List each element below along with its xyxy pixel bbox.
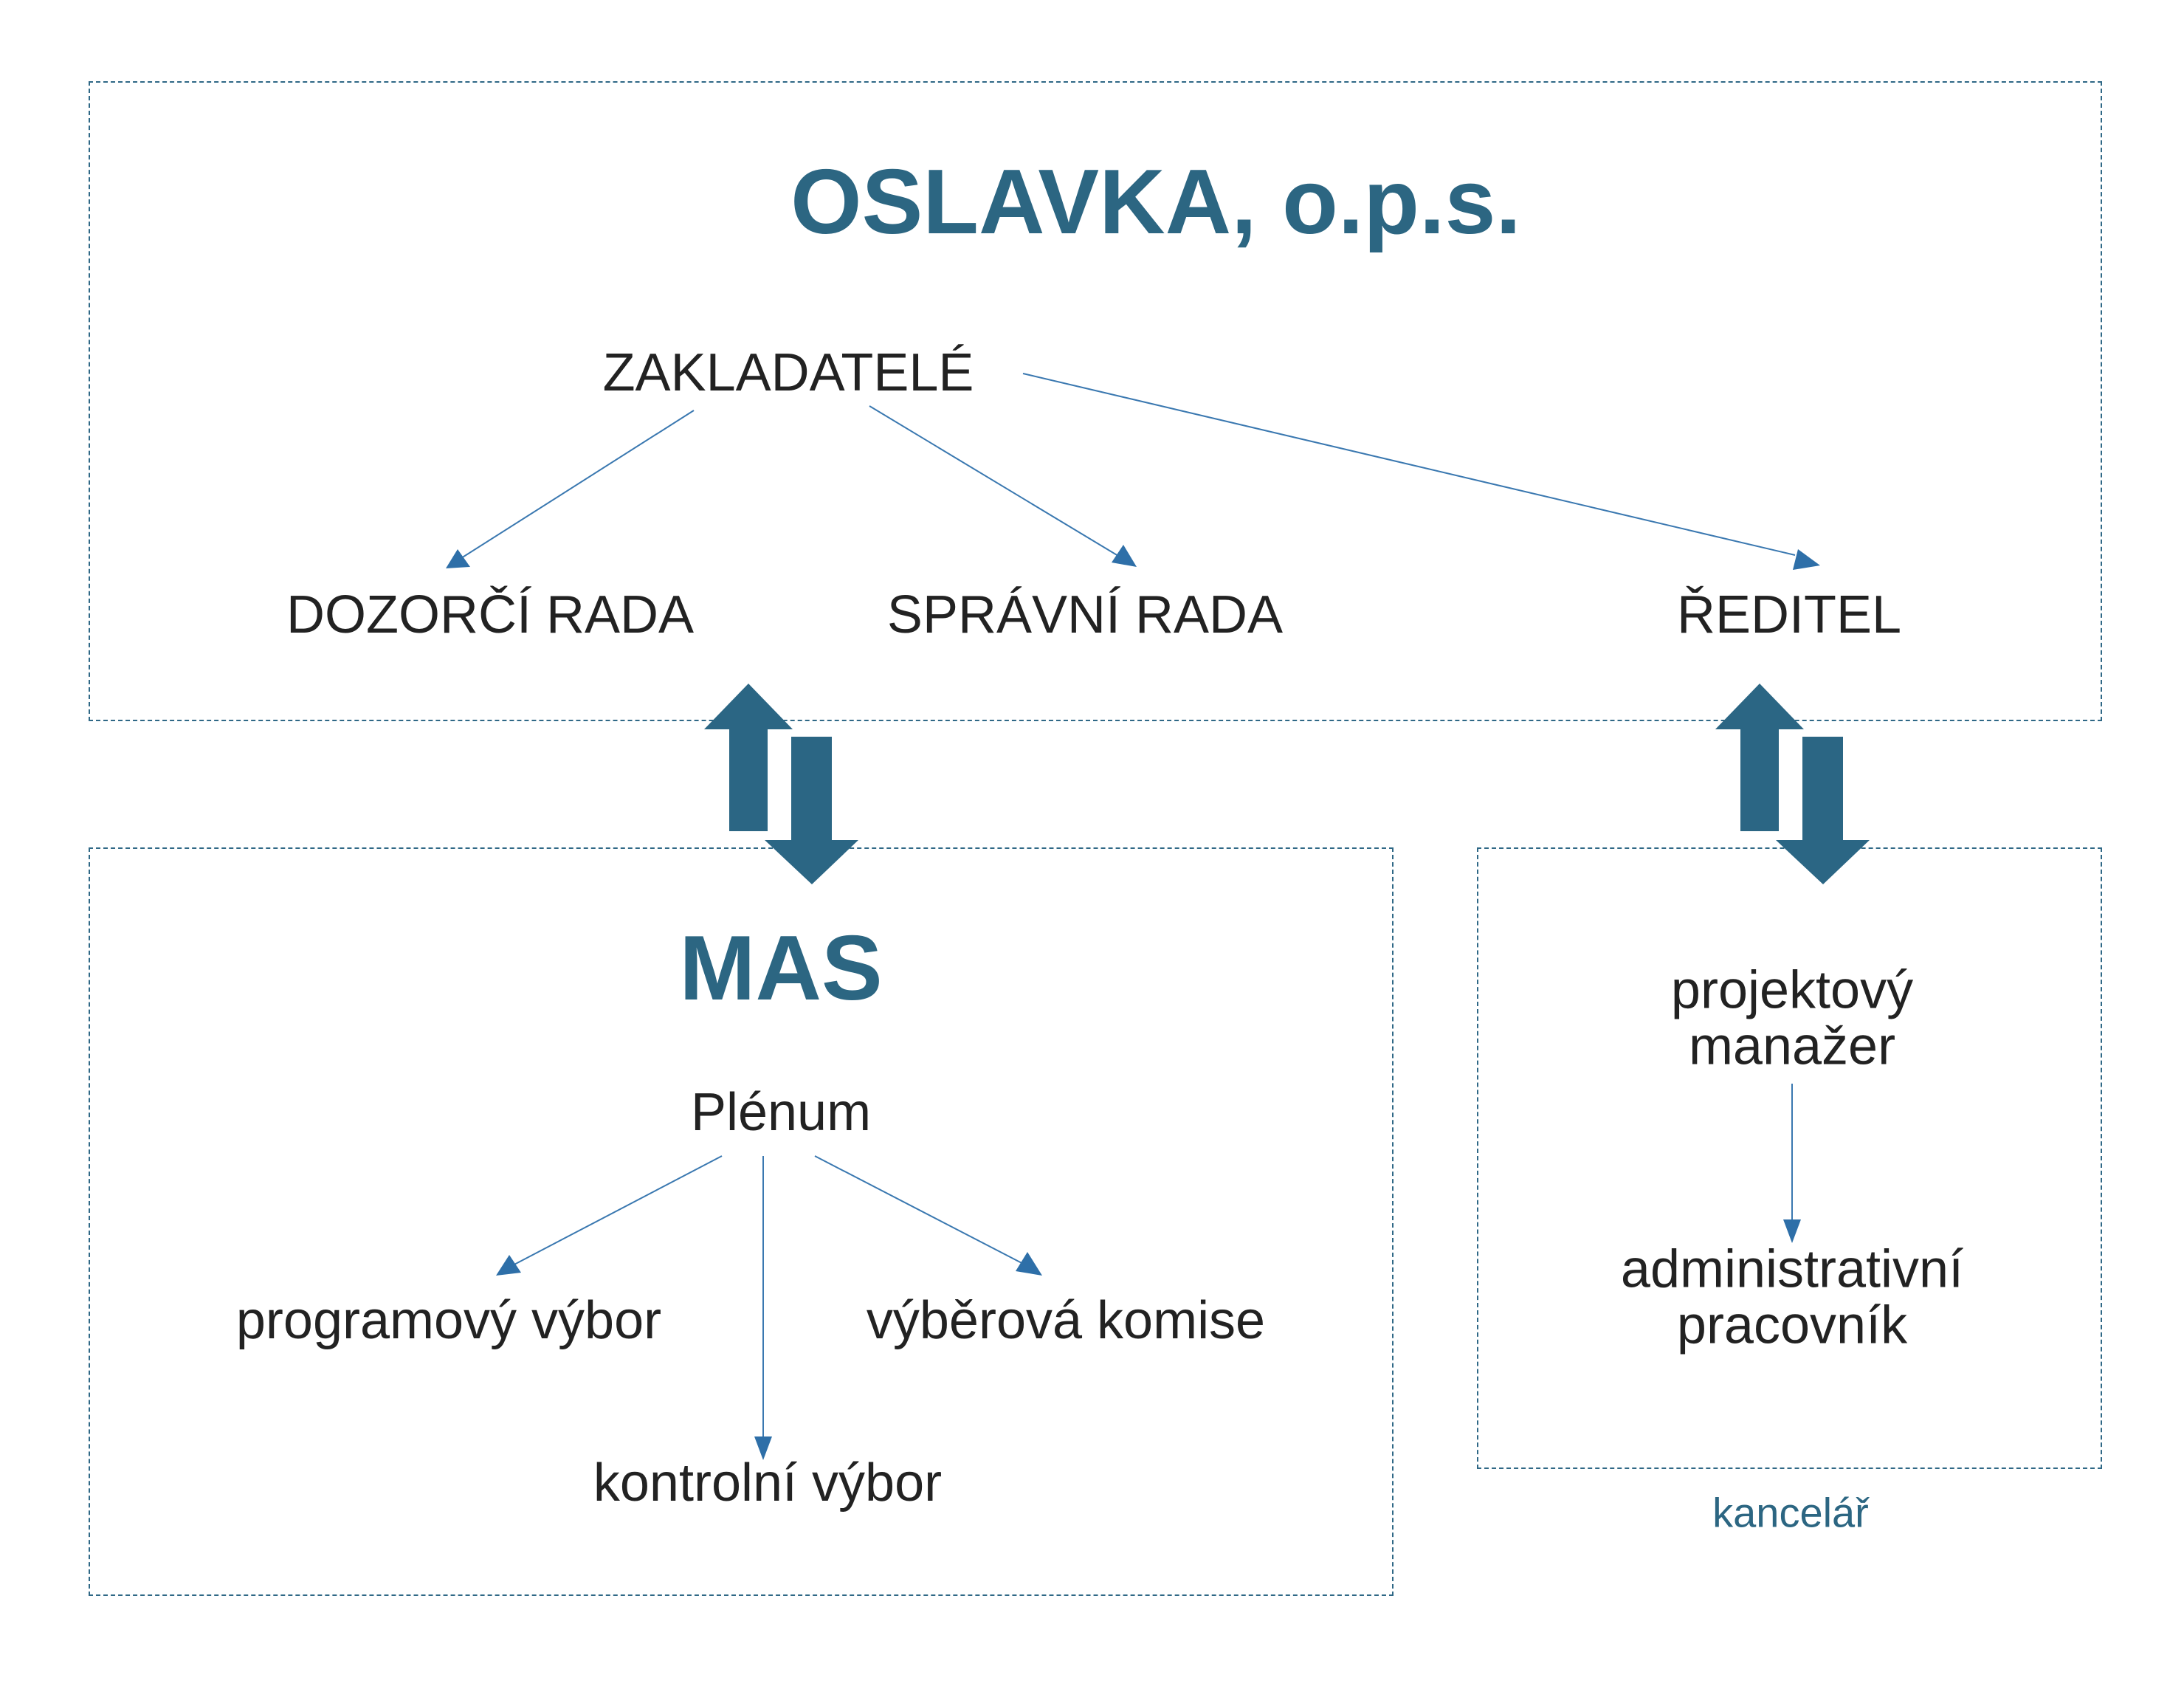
arrowhead-selection bbox=[1016, 1252, 1042, 1276]
arrowhead-admin bbox=[1783, 1219, 1801, 1243]
admin-worker-label: administrativní pracovník bbox=[1621, 1242, 1963, 1353]
connector-founders-supervisory bbox=[461, 410, 695, 559]
arrowhead-supervisory bbox=[446, 549, 470, 568]
connector-plenum-selection bbox=[814, 1155, 1028, 1267]
arrowhead-director bbox=[1793, 549, 1820, 570]
mas-container bbox=[89, 847, 1394, 1596]
arrowhead-board bbox=[1112, 545, 1137, 567]
office-caption: kancelář bbox=[1712, 1489, 1869, 1536]
plenum-label: Plénum bbox=[690, 1083, 872, 1143]
connector-founders-board bbox=[869, 405, 1123, 559]
founders-label: ZAKLADATELÉ bbox=[602, 343, 974, 403]
connector-lines bbox=[461, 373, 1796, 1438]
selection-committee-label: výběrová komise bbox=[866, 1291, 1266, 1351]
ops-title: OSLAVKA, o.p.s. bbox=[790, 151, 1521, 253]
connector-plenum-program bbox=[511, 1155, 723, 1267]
arrow-down-ops-mas bbox=[765, 737, 858, 884]
control-committee-label: kontrolní výbor bbox=[593, 1453, 943, 1513]
arrow-up-director-office bbox=[1715, 684, 1804, 831]
bidirectional-arrow-director-office bbox=[1715, 684, 1870, 884]
arrowhead-control bbox=[754, 1436, 772, 1460]
director-label: ŘEDITEL bbox=[1676, 585, 1902, 645]
bidirectional-arrow-ops-mas bbox=[704, 684, 858, 884]
ops-container bbox=[89, 81, 2102, 721]
project-manager-line1: projektový bbox=[1670, 960, 1914, 1020]
arrow-up-ops-mas bbox=[704, 684, 793, 831]
arrowhead-program bbox=[496, 1255, 521, 1276]
arrow-down-director-office bbox=[1776, 737, 1870, 884]
admin-worker-line2: pracovník bbox=[1676, 1296, 1908, 1355]
connector-founders-director bbox=[1022, 373, 1796, 556]
project-manager-line2: manažer bbox=[1688, 1016, 1896, 1076]
admin-worker-line1: administrativní bbox=[1620, 1239, 1964, 1299]
mas-title: MAS bbox=[679, 917, 883, 1019]
program-committee-label: programový výbor bbox=[235, 1291, 662, 1351]
connector-arrowheads bbox=[446, 545, 1820, 1460]
board-of-directors-label: SPRÁVNÍ RADA bbox=[886, 585, 1284, 645]
supervisory-board-label: DOZORČÍ RADA bbox=[286, 585, 695, 645]
project-manager-label: projektový manažer bbox=[1671, 963, 1913, 1074]
